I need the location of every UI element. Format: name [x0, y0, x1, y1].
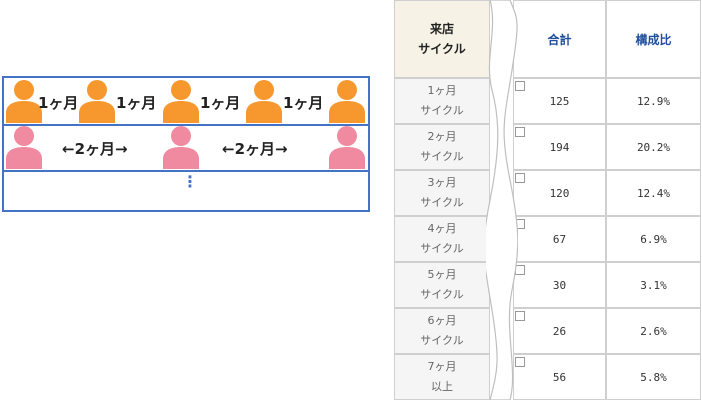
interval-label-1-month: 1ヶ月	[38, 94, 79, 112]
total-cell: 194	[513, 124, 606, 170]
row-divider	[4, 170, 368, 172]
ratio-cell: 5.8%	[606, 354, 701, 400]
ratio-cell: 12.9%	[606, 78, 701, 124]
total-cell: 125	[513, 78, 606, 124]
person-icon	[4, 125, 44, 173]
row-checkbox[interactable]	[515, 81, 525, 91]
cycle-cell: 7ヶ月 以上	[394, 354, 490, 400]
total-cell: 67	[513, 216, 606, 262]
ratio-cell: 6.9%	[606, 216, 701, 262]
ratio-cell: 12.4%	[606, 170, 701, 216]
row-checkbox[interactable]	[515, 311, 525, 321]
row-divider	[4, 124, 368, 126]
torn-edge-divider	[486, 0, 518, 400]
ratio-cell: 20.2%	[606, 124, 701, 170]
person-icon	[161, 125, 201, 173]
cycle-cell: 4ヶ月 サイクル	[394, 216, 490, 262]
interval-label-1-month: 1ヶ月	[200, 94, 241, 112]
header-ratio: 構成比	[606, 0, 701, 78]
ratio-cell: 2.6%	[606, 308, 701, 354]
total-cell: 120	[513, 170, 606, 216]
cycle-cell: 1ヶ月 サイクル	[394, 78, 490, 124]
header-total: 合計	[513, 0, 606, 78]
row-checkbox[interactable]	[515, 173, 525, 183]
cycle-cell: 2ヶ月 サイクル	[394, 124, 490, 170]
person-icon	[4, 79, 44, 127]
interval-label-1-month: 1ヶ月	[116, 94, 157, 112]
row-checkbox[interactable]	[515, 127, 525, 137]
visit-cycle-diagram: ⋮ 1ヶ月 1ヶ月 1ヶ月 1ヶ月 ←2ヶ月→ ←2ヶ月→	[2, 76, 370, 212]
interval-label-2-month: ←2ヶ月→	[222, 140, 288, 158]
person-icon	[161, 79, 201, 127]
continuation-dots: ⋮	[182, 172, 198, 191]
ratio-cell: 3.1%	[606, 262, 701, 308]
person-icon	[327, 125, 367, 173]
row-checkbox[interactable]	[515, 357, 525, 367]
header-cycle: 来店 サイクル	[394, 0, 490, 78]
person-icon	[244, 79, 284, 127]
cycle-cell: 5ヶ月 サイクル	[394, 262, 490, 308]
total-cell: 30	[513, 262, 606, 308]
cycle-cell: 6ヶ月 サイクル	[394, 308, 490, 354]
cycle-cell: 3ヶ月 サイクル	[394, 170, 490, 216]
person-icon	[327, 79, 367, 127]
total-cell: 56	[513, 354, 606, 400]
person-icon	[77, 79, 117, 127]
interval-label-2-month: ←2ヶ月→	[62, 140, 128, 158]
interval-label-1-month: 1ヶ月	[283, 94, 324, 112]
total-cell: 26	[513, 308, 606, 354]
